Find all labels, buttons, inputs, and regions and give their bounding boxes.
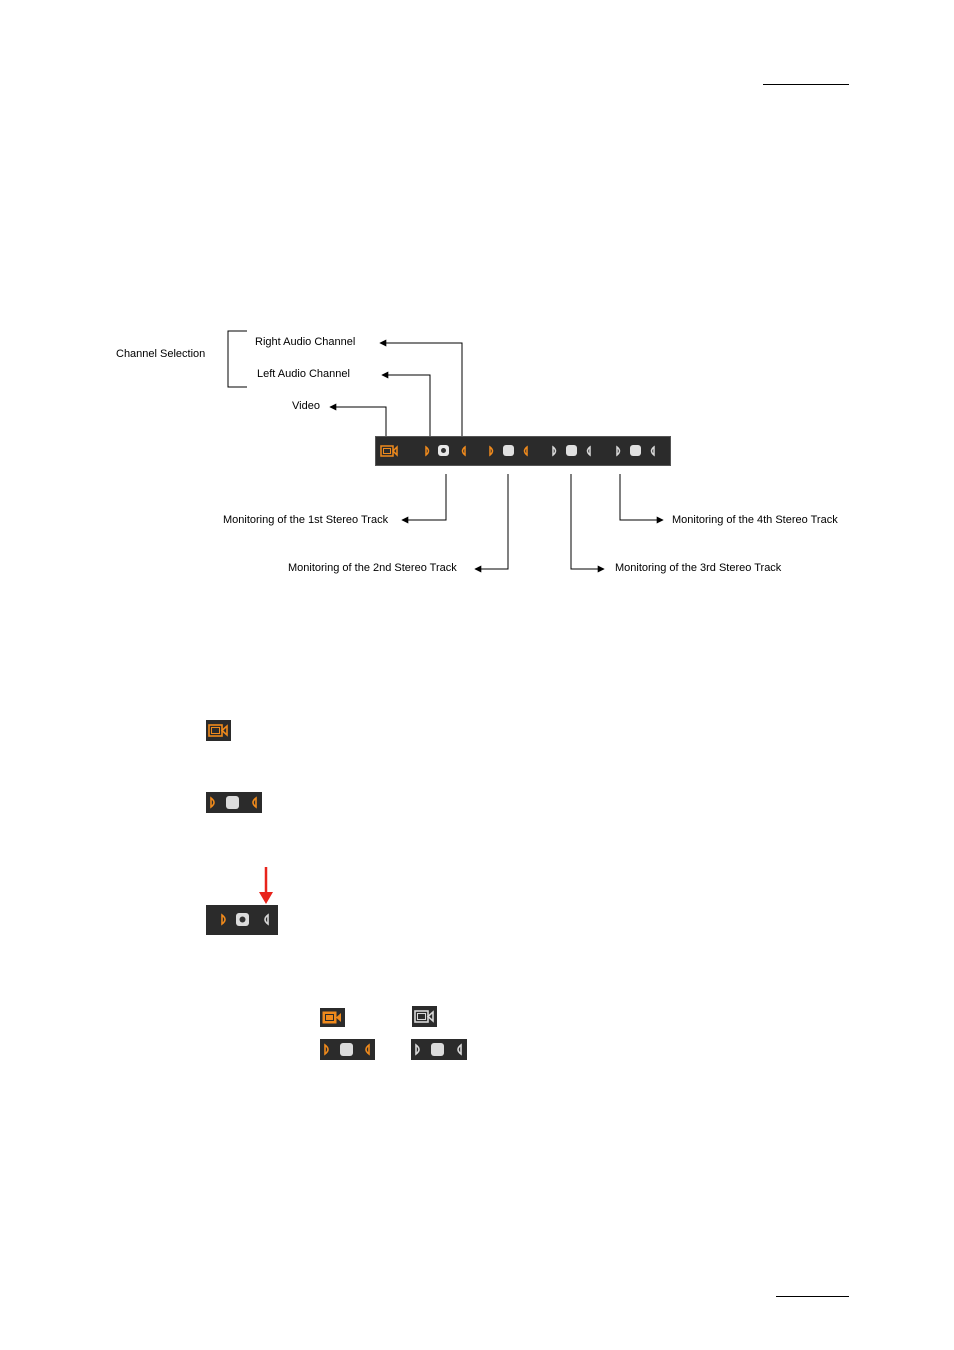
video-camera-icon[interactable] xyxy=(380,445,398,457)
footer-rule xyxy=(776,1296,849,1297)
red-down-arrow-icon xyxy=(256,866,276,906)
track-on-icon xyxy=(320,1039,375,1060)
video-camera-off-icon xyxy=(412,1006,437,1027)
track4-controls[interactable] xyxy=(616,445,655,457)
left-channel-icon xyxy=(461,445,466,457)
track3-controls[interactable] xyxy=(552,445,591,457)
track-active-icon xyxy=(206,792,262,813)
track-monitoring-icon xyxy=(206,905,278,935)
track3-label: Monitoring of the 3rd Stereo Track xyxy=(615,562,782,574)
track4-label: Monitoring of the 4th Stereo Track xyxy=(672,514,838,526)
right-channel-icon xyxy=(425,445,430,457)
video-camera-icon xyxy=(206,720,231,741)
left-audio-channel-label: Left Audio Channel xyxy=(257,368,350,380)
video-label: Video xyxy=(292,400,320,412)
track-off-icon xyxy=(411,1039,467,1060)
channel-selection-label: Channel Selection xyxy=(116,348,206,360)
track2-controls[interactable] xyxy=(489,445,528,457)
right-audio-channel-label: Right Audio Channel xyxy=(255,336,356,348)
track2-label: Monitoring of the 2nd Stereo Track xyxy=(288,562,457,574)
track1-controls[interactable] xyxy=(425,445,466,457)
track1-label: Monitoring of the 1st Stereo Track xyxy=(223,514,389,526)
header-rule xyxy=(763,84,849,85)
channel-bar xyxy=(375,436,671,466)
video-camera-on-icon xyxy=(320,1008,345,1027)
